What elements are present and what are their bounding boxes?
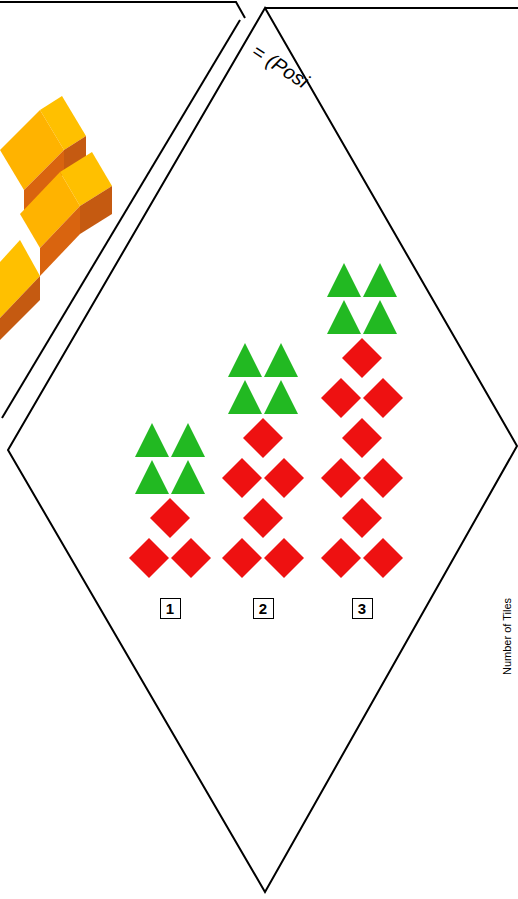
block-face xyxy=(80,186,112,234)
rhombus-panel xyxy=(8,8,517,892)
position-number: 2 xyxy=(259,601,267,616)
left-panel-edge xyxy=(2,20,240,418)
position-number-box: 2 xyxy=(253,598,274,619)
left-panel-edge xyxy=(0,2,245,18)
formula-text: = (Posi xyxy=(248,41,312,92)
block-face xyxy=(0,276,40,340)
position-number-box: 1 xyxy=(160,598,181,619)
axis-title: Number of Tiles xyxy=(503,597,514,674)
position-number: 1 xyxy=(166,601,174,616)
position-3-tiles xyxy=(321,263,403,578)
position-number-box: 3 xyxy=(352,598,373,619)
top-frame-line xyxy=(265,7,518,9)
block-illustration xyxy=(0,96,112,340)
position-2-tiles xyxy=(222,343,304,578)
position-number: 3 xyxy=(358,601,366,616)
position-1-tiles xyxy=(129,423,211,578)
block-face xyxy=(40,206,80,276)
